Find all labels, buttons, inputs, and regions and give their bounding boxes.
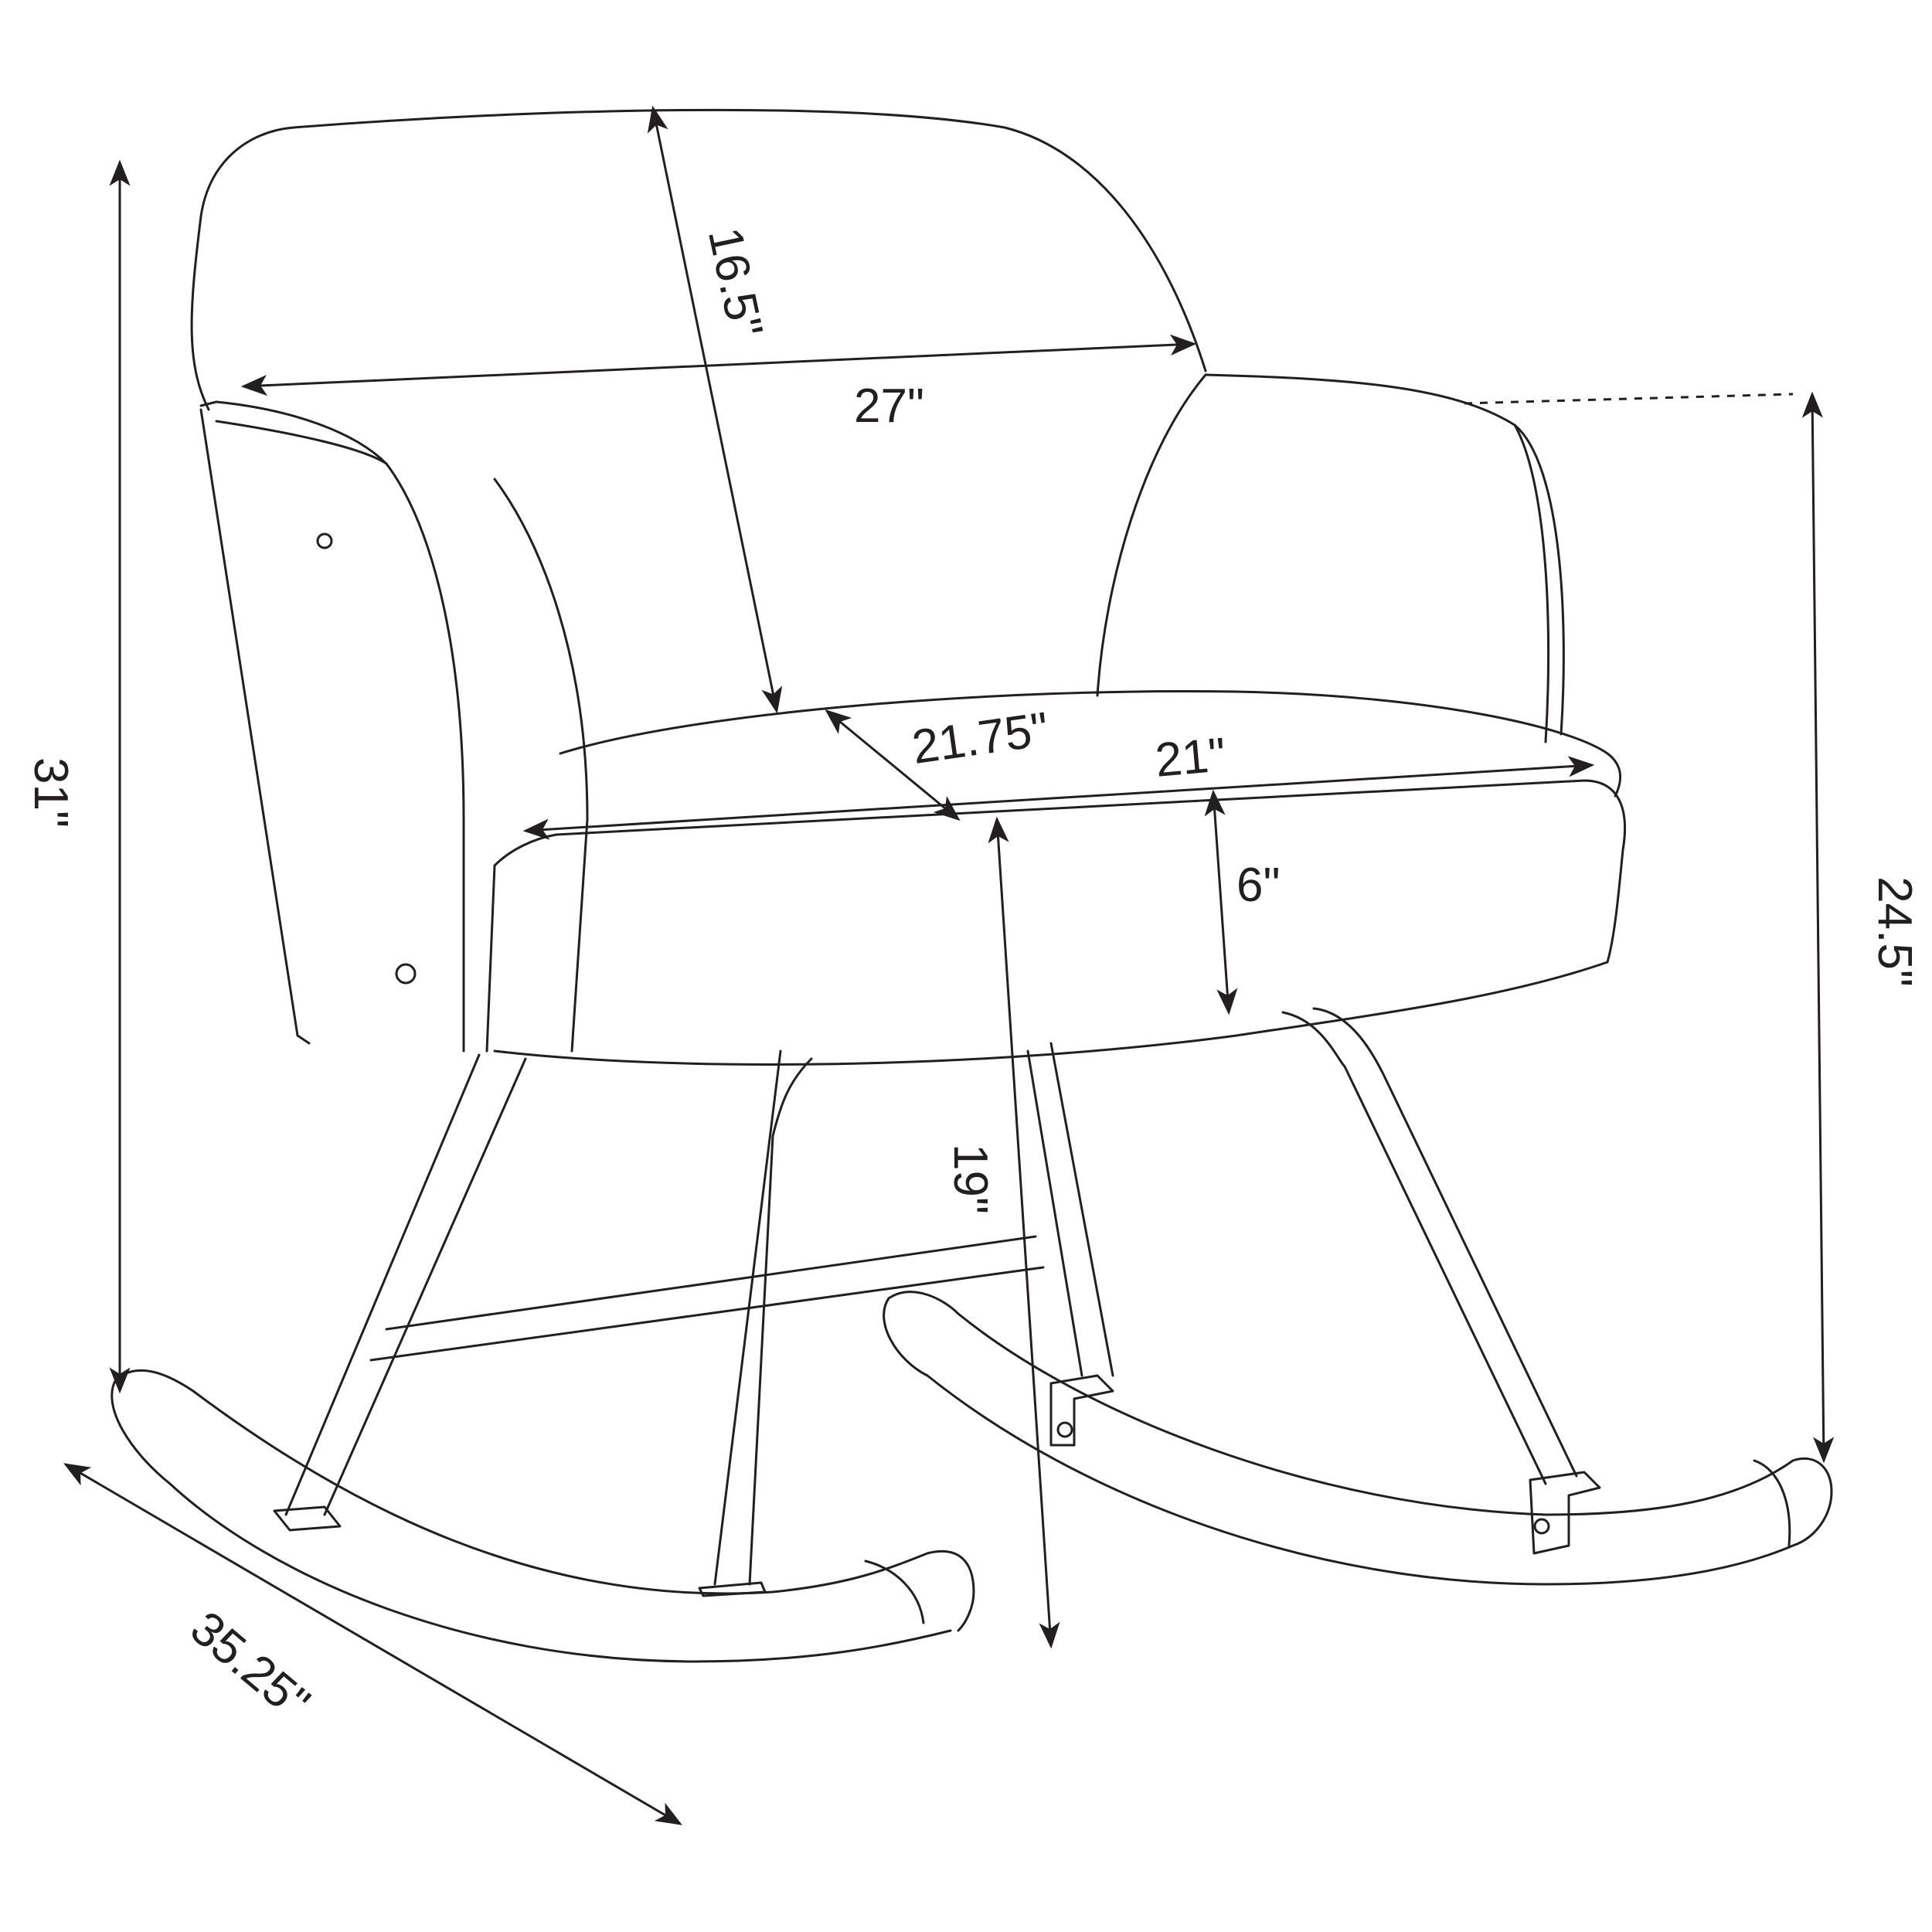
label-overall-height: 31" xyxy=(23,757,77,828)
dim-line-seat-thickness xyxy=(1204,789,1238,1015)
dim-line-overall-width xyxy=(240,334,1197,396)
dim-line-arm-height xyxy=(1801,391,1835,1464)
label-seat-width: 21" xyxy=(1153,728,1228,787)
label-arm-height: 24.5" xyxy=(1867,876,1921,987)
label-seat-thickness: 6" xyxy=(1236,859,1281,912)
dim-line-overall-depth xyxy=(63,1463,682,1825)
dimension-lines xyxy=(63,105,1835,1825)
dim-line-seat-height xyxy=(988,816,1060,1649)
arm-height-extension xyxy=(1464,393,1794,405)
dim-line-seat-width xyxy=(522,756,1595,840)
dim-line-back-height xyxy=(647,105,783,714)
chair-outline xyxy=(111,108,1833,1663)
label-overall-width: 27" xyxy=(854,379,924,433)
label-seat-height: 19" xyxy=(943,1144,997,1214)
